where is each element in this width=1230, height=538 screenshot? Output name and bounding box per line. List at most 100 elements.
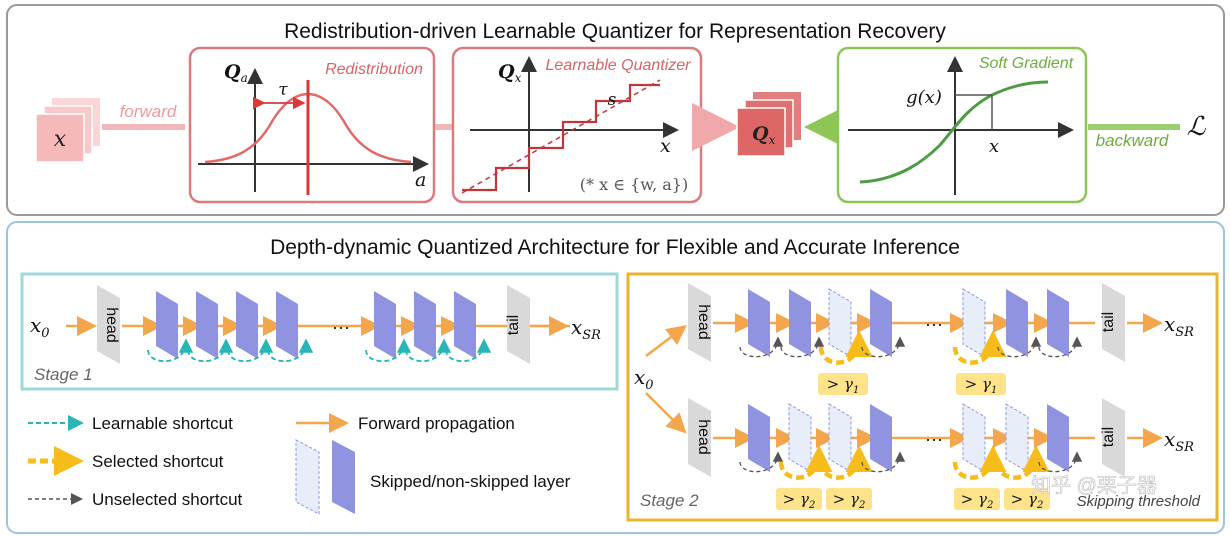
redistribution-axis-y: Qa <box>224 61 248 85</box>
svg-text:> γ2: > γ2 <box>1011 490 1044 511</box>
stage1-layer <box>196 291 218 359</box>
gamma2-badge-c: > γ2 <box>954 488 1000 511</box>
stage2-branch-up-arrow <box>645 324 687 357</box>
input-x-label: x <box>54 127 67 152</box>
stage2-row1-tail-label: tail <box>1100 312 1117 332</box>
gamma1-badge-a: > γ1 <box>818 373 868 396</box>
stage2-row2-layers <box>734 403 1083 480</box>
quantizer-axis-x: x <box>660 135 671 157</box>
stage1-label: Stage 1 <box>34 365 93 384</box>
stage2-unselected-shortcut <box>739 336 784 358</box>
gamma2-badge-d: > γ2 <box>1004 488 1050 511</box>
quantizer-diagonal <box>461 79 661 194</box>
svg-text:> γ1: > γ1 <box>827 375 860 396</box>
stage1-layer <box>276 291 298 359</box>
stage2-selected-shortcut <box>952 330 1007 365</box>
forward-label: forward <box>120 102 177 121</box>
stage2-active-layer <box>748 289 770 357</box>
stage2-input: x0 <box>634 365 654 393</box>
stage2-unselected-shortcut <box>780 336 825 358</box>
quantizer-staircase <box>462 83 660 192</box>
stage1-tail-block <box>507 285 530 364</box>
stage1-layers <box>142 291 492 363</box>
stage2-row2-tail-label: tail <box>1100 427 1117 447</box>
stage2-unselected-shortcut <box>861 451 906 473</box>
stage1-ellipsis: ··· <box>332 317 350 337</box>
stage2-selected-shortcut <box>995 445 1050 480</box>
learnable-quantizer-title: Learnable Quantizer <box>546 57 692 74</box>
stage2-selected-shortcut <box>818 445 873 480</box>
loss-label: ℒ <box>1187 112 1207 142</box>
stage2-row1-ellipsis: ··· <box>925 314 943 334</box>
stage2-unselected-shortcut <box>1038 451 1083 473</box>
gamma2-badge-a: > γ2 <box>776 488 822 511</box>
legend-selected-label: Selected shortcut <box>92 452 224 471</box>
legend-active-layer-swatch <box>332 440 355 514</box>
stage2-row1-tail-block <box>1102 283 1125 362</box>
quantizer-axis-y: Qx <box>498 61 522 85</box>
stage2-active-layer <box>870 289 892 357</box>
soft-gradient-box <box>836 46 1088 204</box>
stage2-row2-tail-block <box>1102 398 1125 477</box>
stage2-active-layer <box>1047 289 1069 357</box>
stage1-learnable-shortcut <box>267 338 314 363</box>
svg-text:> γ2: > γ2 <box>833 490 866 511</box>
legend-forward-label: Forward propagation <box>358 414 515 433</box>
redistribution-axis-x: a <box>415 169 426 191</box>
stage2-selected-shortcut <box>952 445 1007 480</box>
soft-gradient-curve <box>859 80 1049 184</box>
svg-text:> γ2: > γ2 <box>783 490 816 511</box>
stage2-unselected-shortcut <box>997 336 1042 358</box>
stage2-row2-output: xSR <box>1164 427 1194 455</box>
stage1-tail-label: tail <box>505 315 522 335</box>
output-qx-label: Qx <box>752 123 776 147</box>
stage2-row1-layers <box>734 288 1083 365</box>
stage1-output: xSR <box>571 315 601 343</box>
svg-text:> γ2: > γ2 <box>961 490 994 511</box>
stage2-unselected-shortcut <box>1038 336 1083 358</box>
gamma2-badge-b: > γ2 <box>826 488 872 511</box>
stage1-learnable-shortcut <box>187 338 234 363</box>
stage1-layer <box>236 291 258 359</box>
stage2-unselected-shortcut <box>739 451 784 473</box>
stage1-layer <box>454 291 476 359</box>
redistribution-title: Redistribution <box>325 61 423 78</box>
stage2-row2-ellipsis: ··· <box>925 429 943 449</box>
stage1-head-label: head <box>103 307 120 343</box>
legend-skipped-label: Skipped/non-skipped layer <box>370 472 571 491</box>
gx-label: g(x) <box>906 87 942 108</box>
bottom-panel-title: Depth-dynamic Quantized Architecture for… <box>270 236 960 259</box>
stage1-learnable-shortcut <box>405 338 452 363</box>
backward-label: backward <box>1096 131 1169 150</box>
watermark: 知乎 @栗子器 <box>1031 474 1157 497</box>
stage1-learnable-shortcut <box>445 338 492 363</box>
softgrad-axis-x: x <box>989 136 999 157</box>
stage2-row1-output: xSR <box>1164 312 1194 340</box>
skipping-threshold-label: Skipping threshold <box>1077 493 1201 510</box>
legend-learnable-label: Learnable shortcut <box>92 414 233 433</box>
stage1-learnable-shortcut <box>365 338 412 363</box>
stage2-active-layer <box>1047 404 1069 472</box>
svg-text:> γ1: > γ1 <box>965 375 998 396</box>
stage1-head-block <box>97 285 120 364</box>
stage2-selected-shortcut <box>818 330 873 365</box>
stage1-learnable-shortcut <box>147 338 194 363</box>
stage2-row1-head-label: head <box>695 304 712 340</box>
gamma1-badge-b: > γ1 <box>956 373 1006 396</box>
output-qx-stack <box>736 92 801 157</box>
tau-label: τ <box>278 80 288 100</box>
stage2-active-layer <box>1006 289 1028 357</box>
stage1-input: x0 <box>30 313 50 341</box>
stage2-row1-head-block <box>688 283 711 362</box>
stage2-branch-down-arrow <box>645 392 687 434</box>
legend-skipped-layer-swatch <box>295 439 320 515</box>
stage2-unselected-shortcut <box>861 336 906 358</box>
stage2-active-layer <box>870 404 892 472</box>
input-x-stack <box>35 98 100 163</box>
stage1-layer <box>414 291 436 359</box>
stage1-learnable-shortcut <box>227 338 274 363</box>
step-size-label: s <box>608 90 617 110</box>
stage2-row2-head-block <box>688 398 711 477</box>
stage2-selected-shortcut <box>778 445 833 480</box>
